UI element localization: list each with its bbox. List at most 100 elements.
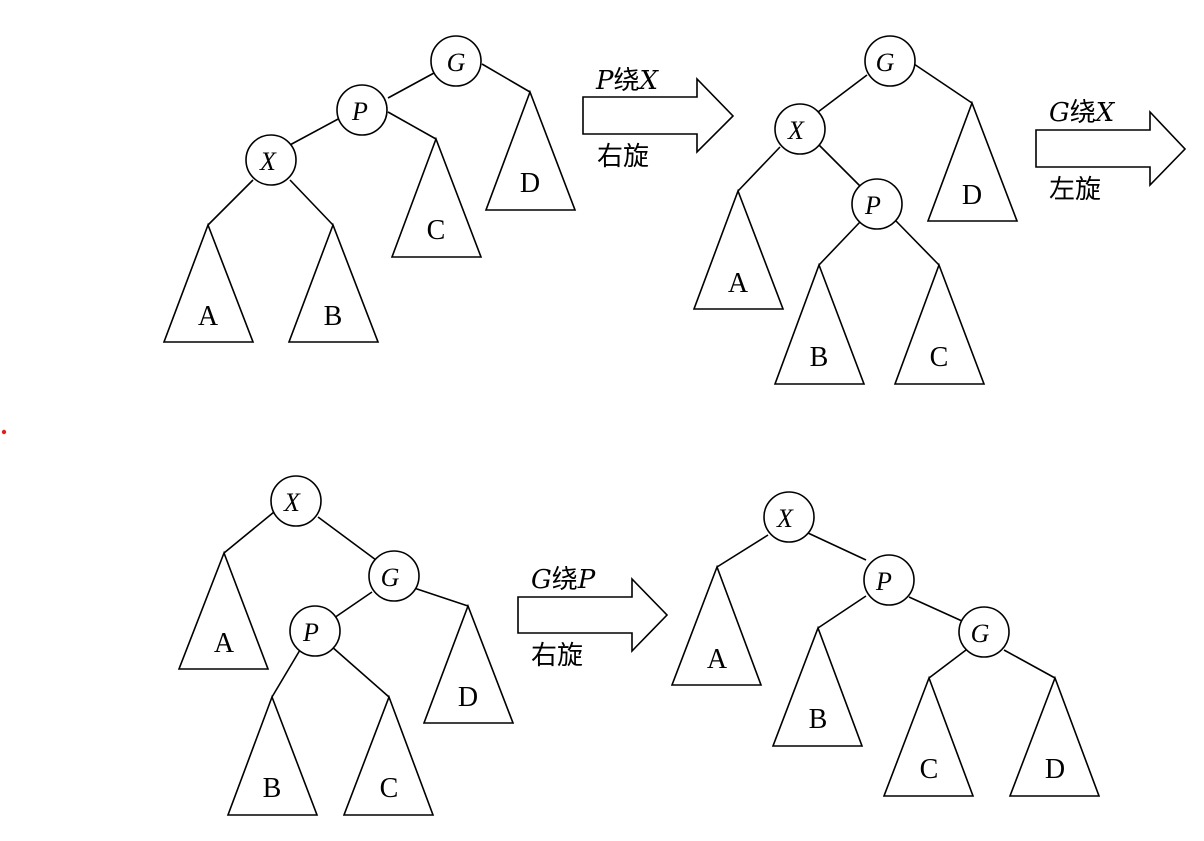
subtree-c — [893, 262, 986, 385]
arrow-1-bottom-label: 右旋 — [597, 142, 649, 172]
op-from: P — [595, 66, 614, 96]
subtree-d-label: D — [458, 682, 478, 713]
subtree-b-label: B — [809, 704, 828, 735]
edge — [913, 63, 973, 104]
node-g-label: G — [971, 619, 990, 648]
node-p-label: P — [875, 567, 892, 596]
tree-4: X P G A B C D — [670, 491, 1101, 797]
edge — [817, 595, 867, 629]
node-g — [864, 35, 916, 87]
node-x — [763, 491, 815, 543]
node-x-label: X — [283, 488, 301, 517]
op-to: P — [577, 565, 596, 595]
op-around: 绕 — [552, 565, 578, 595]
tree-1: G P X D C A B — [162, 35, 577, 343]
node-p — [289, 605, 341, 657]
edge — [818, 144, 861, 187]
subtree-a-label: A — [707, 644, 728, 675]
edge — [333, 591, 373, 619]
op-from: G — [531, 565, 552, 595]
edge — [287, 117, 341, 147]
node-g-label: G — [381, 563, 400, 592]
node-g — [368, 550, 420, 602]
edge — [818, 221, 861, 266]
subtree-a-label: A — [198, 301, 219, 332]
subtree-d — [484, 89, 577, 211]
edge — [895, 220, 940, 266]
node-p — [851, 178, 903, 230]
subtree-d — [422, 603, 515, 724]
tree-2: G X P D A B C — [692, 35, 1019, 385]
edge — [289, 179, 334, 226]
arrow-shape — [1035, 109, 1187, 187]
edge — [716, 534, 769, 568]
subtree-d-label: D — [962, 180, 982, 211]
rotation-arrow-3: G绕P 右旋 — [517, 565, 669, 671]
arrow-2-top-label: G绕X — [1049, 98, 1116, 128]
edge — [928, 649, 967, 679]
arrow-shape — [582, 77, 735, 154]
rotation-arrow-1: P绕X 右旋 — [582, 66, 735, 172]
edge — [908, 596, 963, 622]
node-p — [863, 554, 915, 606]
edge — [387, 111, 437, 140]
op-around: 绕 — [614, 66, 640, 96]
node-g-label: G — [447, 48, 466, 77]
node-g-label: G — [876, 48, 895, 77]
edge — [223, 511, 275, 554]
subtree-c — [342, 694, 435, 816]
arrow-1-top-label: P绕X — [595, 66, 660, 96]
arrow-shape — [517, 577, 669, 653]
node-x — [774, 103, 826, 155]
arrow-2-bottom-label: 左旋 — [1049, 175, 1101, 205]
edge — [481, 63, 531, 93]
op-to: X — [1094, 98, 1116, 128]
subtree-a-label: A — [728, 268, 749, 299]
edge — [807, 532, 867, 561]
arrow-3-bottom-label: 右旋 — [531, 641, 583, 671]
subtree-a-label: A — [214, 628, 235, 659]
tree-3: X G P A D B C — [177, 475, 515, 816]
subtree-a — [670, 564, 763, 686]
op-from: G — [1049, 98, 1070, 128]
rotation-arrow-2: G绕X 左旋 — [1035, 98, 1187, 205]
subtree-a — [177, 550, 270, 670]
node-p — [336, 84, 388, 136]
edge — [1003, 649, 1056, 679]
edge — [413, 587, 469, 607]
op-around: 绕 — [1070, 98, 1096, 128]
node-g — [958, 606, 1010, 658]
subtree-c — [882, 675, 975, 797]
subtree-b — [773, 262, 866, 385]
subtree-c-label: C — [930, 342, 949, 373]
subtree-c — [390, 136, 483, 258]
subtree-b — [771, 625, 864, 747]
subtree-d-label: D — [520, 168, 540, 199]
subtree-c-label: C — [380, 773, 399, 804]
subtree-b-label: B — [810, 342, 829, 373]
edge — [387, 72, 435, 99]
op-to: X — [638, 66, 660, 96]
subtree-b — [226, 694, 319, 816]
subtree-d-label: D — [1045, 754, 1065, 785]
subtree-b-label: B — [324, 301, 343, 332]
arrow-3-top-label: G绕P — [531, 565, 596, 595]
subtree-b-label: B — [263, 773, 282, 804]
node-x-label: X — [787, 116, 805, 145]
node-x — [270, 475, 322, 527]
node-x-label: X — [776, 504, 794, 533]
node-g — [430, 35, 482, 87]
subtree-a — [692, 188, 785, 310]
edge — [271, 649, 301, 698]
node-x-label: X — [259, 147, 277, 176]
subtree-d — [926, 100, 1019, 222]
node-p-label: P — [864, 191, 881, 220]
edge — [317, 516, 377, 561]
subtree-c-label: C — [920, 754, 939, 785]
node-p-label: P — [351, 97, 368, 126]
node-x — [245, 134, 297, 186]
subtree-d — [1008, 675, 1101, 797]
edge — [330, 645, 390, 698]
red-marker-dot — [1, 429, 7, 435]
